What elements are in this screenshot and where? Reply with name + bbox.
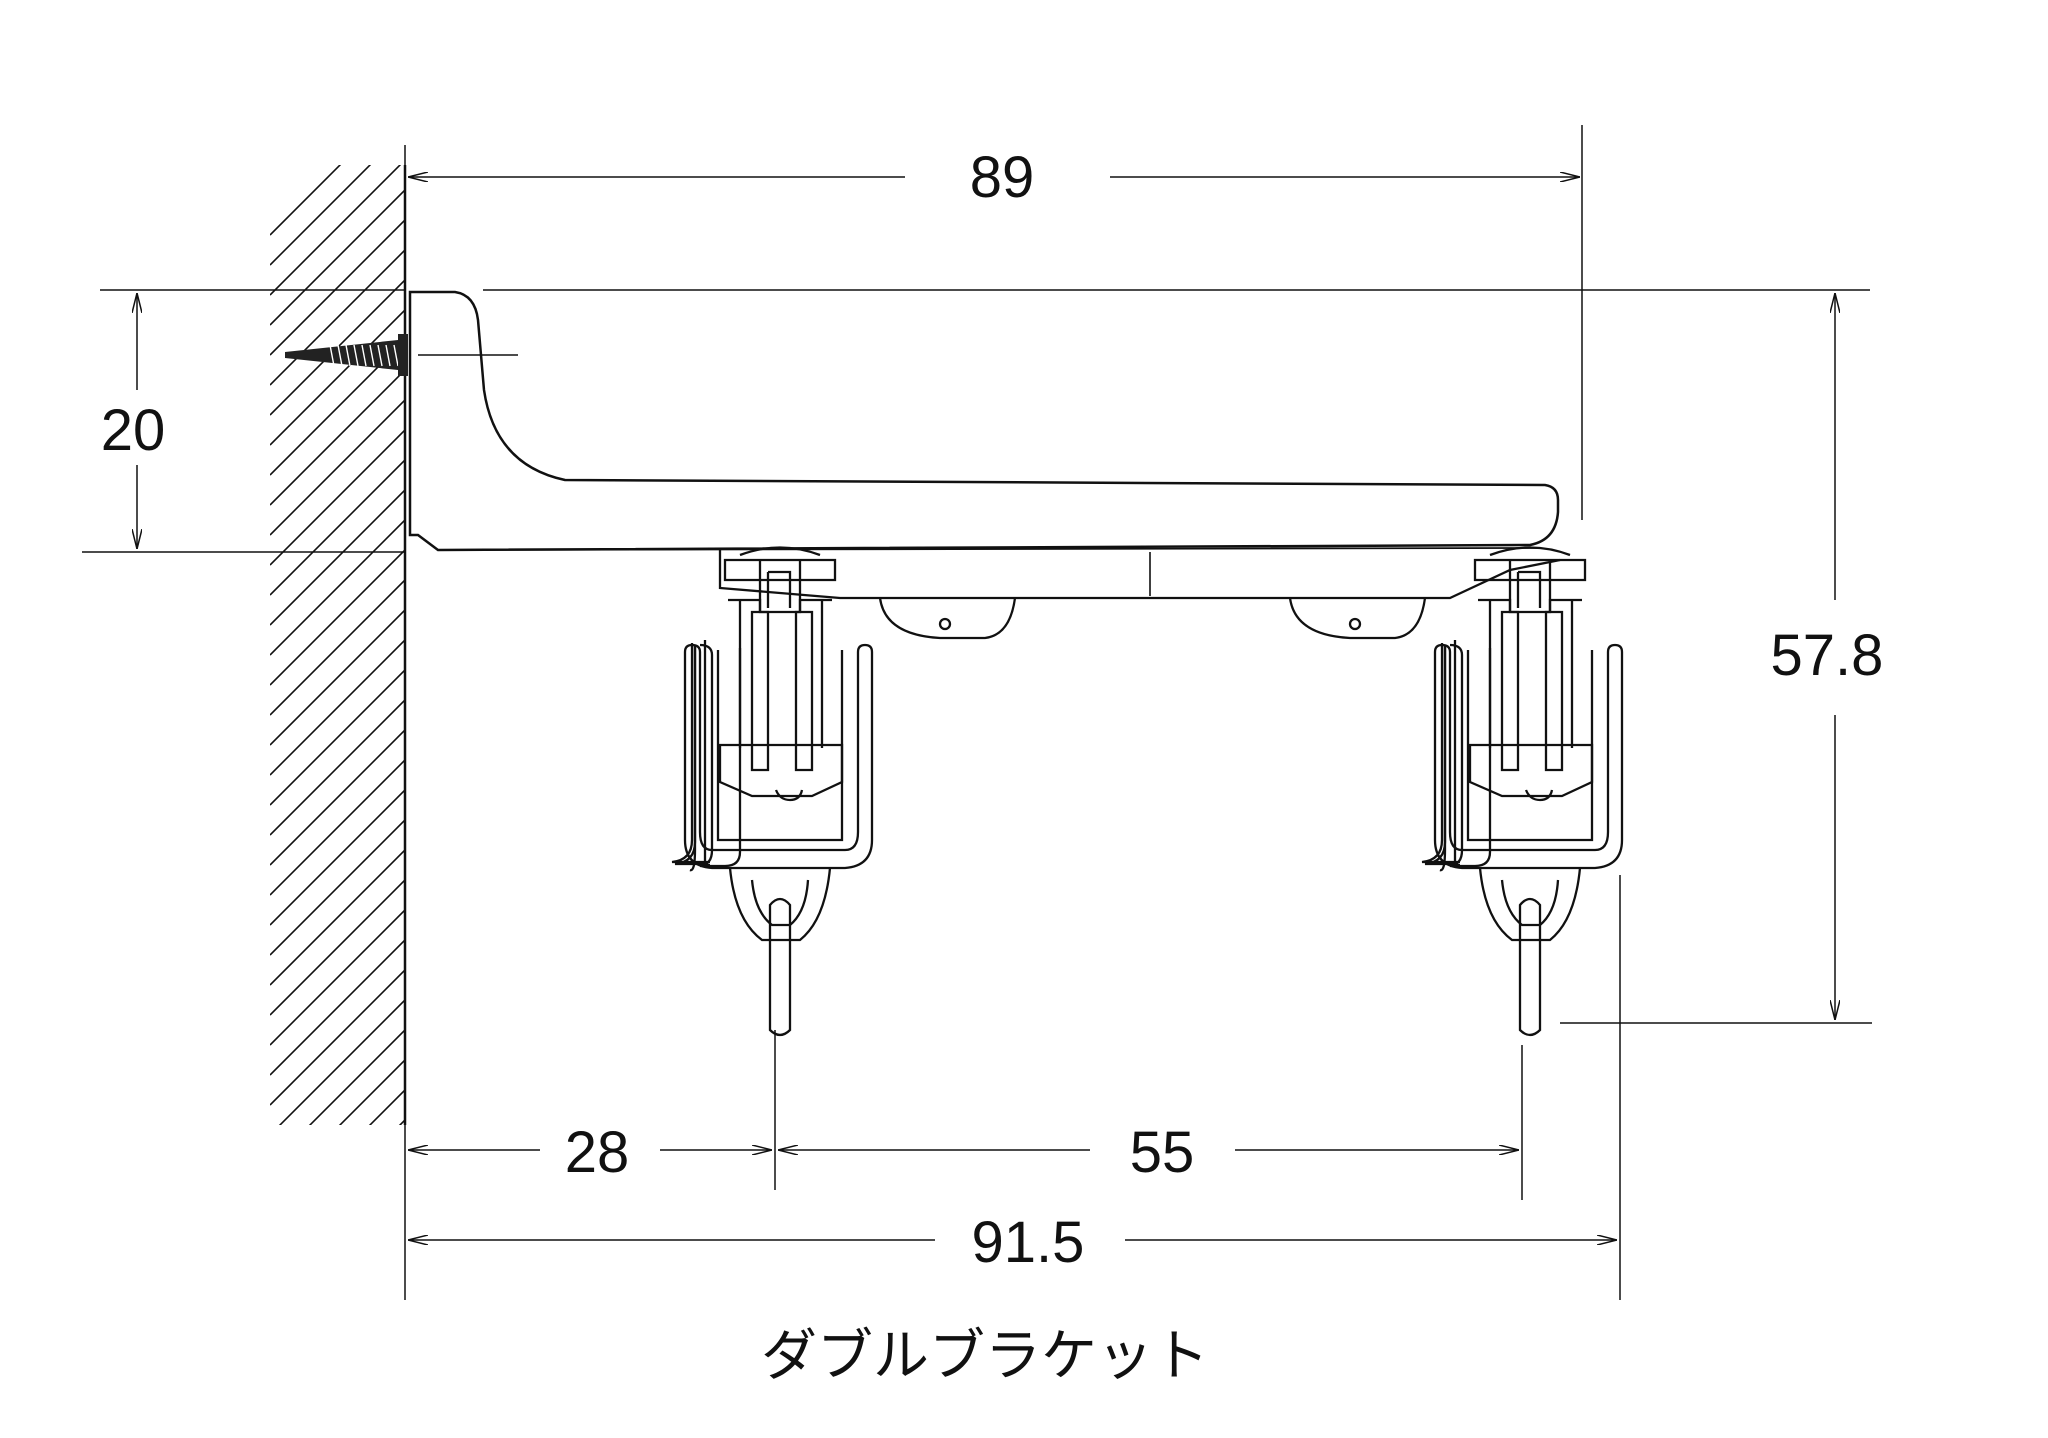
- dim-bottom-total: 91.5: [972, 1210, 1085, 1275]
- rail: [718, 550, 1561, 640]
- dim-left-height: 20: [101, 398, 166, 463]
- dimension-lines: [82, 125, 1872, 1300]
- bracket-arm: [408, 290, 1560, 552]
- dim-right-height: 57.8: [1771, 623, 1884, 688]
- runner-left: [671, 546, 874, 1037]
- dim-bottom-mid: 55: [1130, 1120, 1195, 1185]
- wall: [270, 165, 407, 1125]
- screw-icon: [285, 334, 408, 376]
- dim-top-width: 89: [970, 145, 1035, 210]
- runner-right: [1421, 546, 1624, 1037]
- caption: ダブルブラケット: [761, 1324, 1209, 1389]
- dim-bottom-left: 28: [565, 1120, 630, 1185]
